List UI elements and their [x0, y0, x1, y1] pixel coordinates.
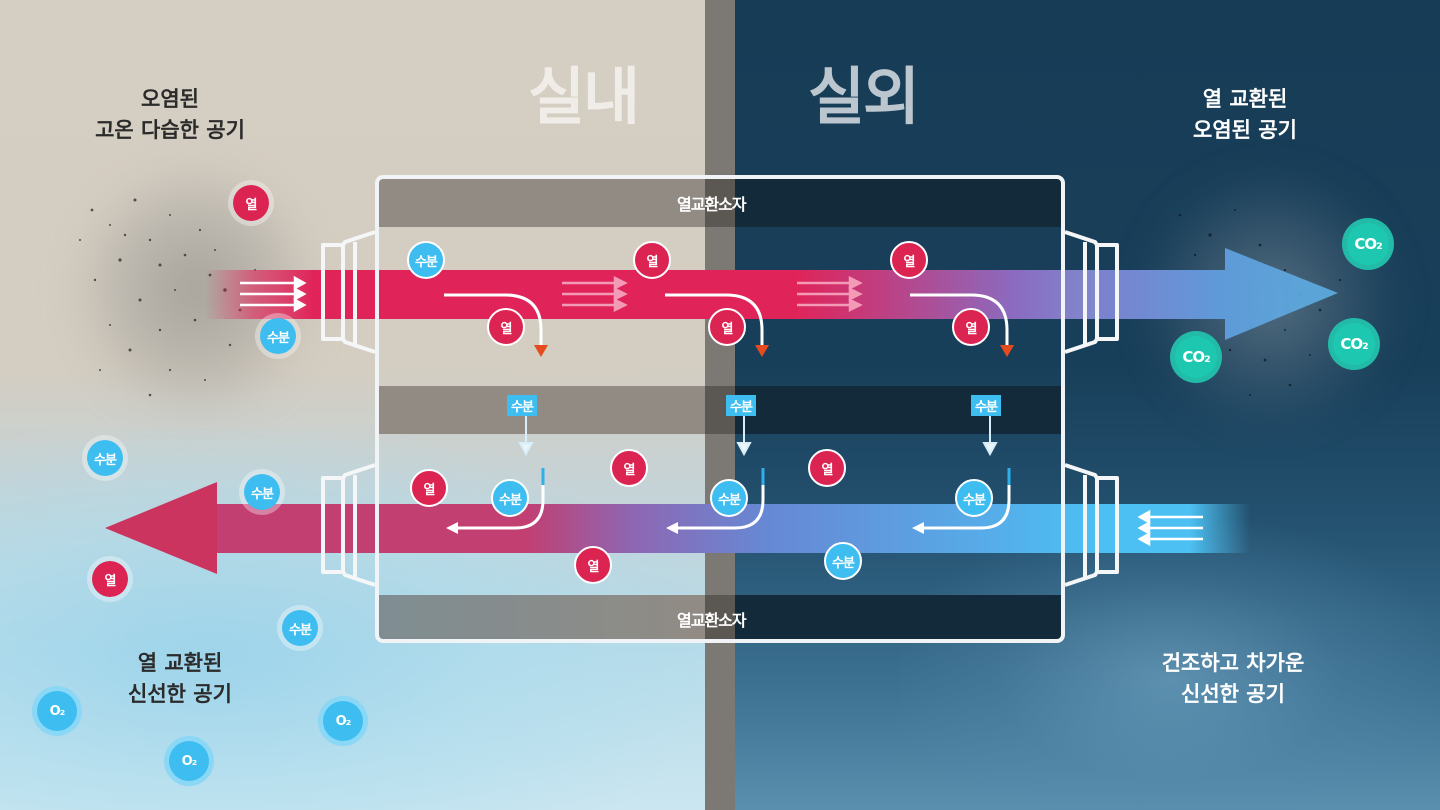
- exchange-element-band-wall: [705, 179, 735, 227]
- heat-particle: 열: [410, 469, 448, 507]
- title-line: 오염된: [141, 87, 199, 111]
- heat-particle: 열: [890, 241, 928, 279]
- moisture-particle: 수분: [82, 435, 128, 481]
- co2-particle: CO₂: [1328, 318, 1380, 370]
- title-line: 신선한 공기: [1181, 682, 1285, 706]
- moisture-particle: 수분: [710, 479, 748, 517]
- heat-particle: 열: [610, 449, 648, 487]
- title-line: 열 교환된: [1202, 87, 1288, 111]
- heat-particle: 열: [87, 556, 133, 602]
- bottom-exchange-band-wall: [705, 595, 735, 639]
- middle-exchange-band-indoor: [379, 386, 705, 434]
- heat-exchanged-polluted-air-title: 열 교환된 오염된 공기: [1145, 84, 1345, 146]
- heat-particle: 열: [708, 308, 746, 346]
- title-line: 건조하고 차가운: [1161, 651, 1305, 675]
- moisture-particle: 수분: [255, 313, 301, 359]
- polluted-hot-humid-air-title: 오염된 고온 다습한 공기: [70, 84, 270, 146]
- heat-particle: 열: [808, 449, 846, 487]
- moisture-transfer-tag: 수분: [971, 395, 1001, 416]
- moisture-transfer-tag: 수분: [726, 395, 756, 416]
- heat-exchanger-core: [379, 179, 1061, 639]
- bottom-exchange-band-outdoor: [735, 595, 1061, 639]
- title-line: 고온 다습한 공기: [95, 118, 245, 142]
- moisture-particle: 수분: [955, 479, 993, 517]
- o2-particle: O₂: [32, 686, 82, 736]
- exchange-element-band-outdoor: [735, 179, 1061, 227]
- title-line: 오염된 공기: [1193, 118, 1297, 142]
- outdoor-fresh-air-mist: [900, 520, 1440, 810]
- moisture-particle: 수분: [407, 241, 445, 279]
- moisture-particle: 수분: [239, 469, 285, 515]
- indoor-label: 실내: [528, 60, 640, 133]
- heat-particle: 열: [574, 546, 612, 584]
- moisture-particle: 수분: [277, 605, 323, 651]
- exchange-element-band-indoor: [379, 179, 705, 227]
- exhaust-outlet-arrow: [1100, 248, 1338, 340]
- bottom-exchange-band-indoor: [379, 595, 705, 639]
- supply-outlet-arrow: [105, 482, 217, 574]
- heat-particle: 열: [228, 180, 274, 226]
- title-line: 열 교환된: [137, 651, 223, 675]
- heat-particle: 열: [952, 308, 990, 346]
- outdoor-label: 실외: [808, 60, 920, 133]
- heat-exchanger-frame: [375, 175, 1065, 643]
- o2-particle: O₂: [164, 736, 214, 786]
- co2-particle: CO₂: [1342, 218, 1394, 270]
- heat-exchanged-fresh-air-title: 열 교환된 신선한 공기: [80, 648, 280, 710]
- bottom-exchange-element-label: 열교환소자: [677, 611, 747, 630]
- moisture-particle: 수분: [491, 479, 529, 517]
- dry-cold-fresh-air-title: 건조하고 차가운 신선한 공기: [1133, 648, 1333, 710]
- top-exchange-element-label: 열교환소자: [677, 195, 747, 214]
- middle-exchange-band-outdoor: [735, 386, 1061, 434]
- co2-particle: CO₂: [1170, 331, 1222, 383]
- o2-particle: O₂: [318, 696, 368, 746]
- heat-particle: 열: [487, 308, 525, 346]
- heat-particle: 열: [633, 241, 671, 279]
- moisture-transfer-tag: 수분: [507, 395, 537, 416]
- title-line: 신선한 공기: [128, 682, 232, 706]
- moisture-particle: 수분: [824, 542, 862, 580]
